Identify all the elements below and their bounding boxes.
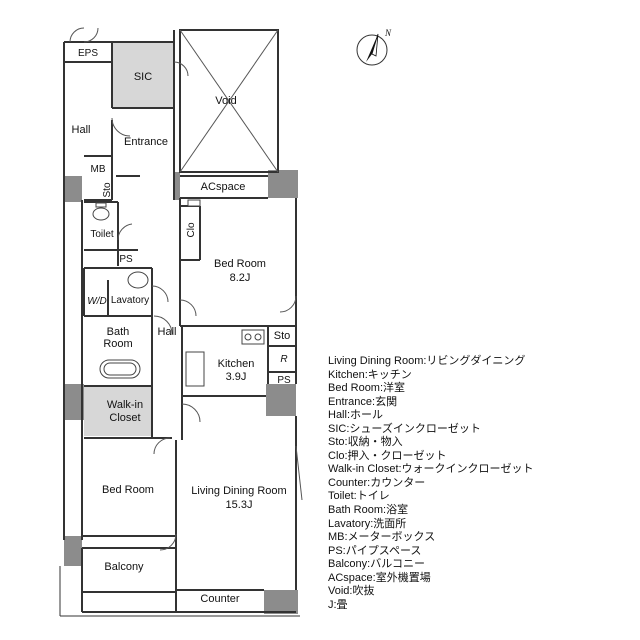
eps-label: EPS [78,48,98,59]
sink-icon [127,271,149,289]
legend-item: Living Dining Room:リビングダイニング [328,355,526,367]
legend-item: MB:メーターボックス [328,531,436,544]
fridge-label: R [280,354,287,365]
legend-item: Void:吹抜 [328,585,375,598]
legend-item: Hall:ホール [328,409,384,422]
mb-label: MB [91,164,106,175]
hall-mid-label: Hall [158,326,177,338]
room-labels: EPS SIC Void Hall Entrance MB Sto ACspac… [72,48,291,605]
sic-label: SIC [134,71,152,83]
kitchen-label: Kitchen [218,358,255,370]
north-compass-icon: N [356,28,392,66]
ps-vent-icon [187,199,201,207]
ps-right-label: PS [277,375,291,386]
bath-label-line1: Bath [107,326,130,338]
walls [59,29,300,617]
legend-item: Lavatory:洗面所 [328,517,407,530]
walkin-fill [84,386,152,436]
bathtub-inner-icon [103,362,137,376]
toilet-tank-icon [95,202,107,208]
legend-item: Balcony:バルコニー [328,558,425,571]
legend-item: SIC:シューズインクローゼット [328,422,481,435]
legend-item: Bed Room:洋室 [328,382,406,395]
legend-item: J:畳 [328,598,348,611]
sto-left-label: Sto [102,182,113,197]
burner-icon [254,333,262,341]
sto-right-label: Sto [274,330,291,342]
wall-pillars [64,170,298,614]
bath-label-line2: Room [103,338,132,350]
counter-label: Counter [200,593,239,605]
clo-label: Clo [186,222,197,237]
north-label: N [384,28,392,38]
hall-top-label: Hall [72,124,91,136]
legend-item: Walk-in Closet:ウォークインクローゼット [328,463,534,476]
legend-item: Kitchen:キッチン [328,368,412,381]
legend-item: ACspace:室外機置場 [328,571,431,584]
door-swings [69,27,303,551]
sink-counter-icon [185,351,205,387]
bedroom1-size: 8.2J [230,272,251,284]
void-label: Void [215,95,236,107]
toilet-bowl-icon [92,207,110,221]
legend-item: Clo:押入・クローゼット [328,449,447,462]
living-label: Living Dining Room [191,485,286,497]
walkin-label-line1: Walk-in [107,399,143,411]
balcony-label: Balcony [104,561,144,573]
toilet-label: Toilet [90,229,114,240]
burner-icon [244,333,252,341]
legend-item: Bath Room:浴室 [328,504,409,517]
sic-fill [112,42,174,108]
legend-item: Entrance:玄関 [328,395,398,408]
fixtures [92,199,265,387]
legend-item: PS:パイプスペース [328,544,422,557]
entrance-label: Entrance [124,136,168,148]
bedroom2-label: Bed Room [102,484,154,496]
walkin-label-line2: Closet [109,412,140,424]
legend-item: Toilet:トイレ [328,490,390,503]
legend-item: Sto:収納・物入 [328,436,403,449]
acspace-label: ACspace [201,181,246,193]
legend-item: Counter:カウンター [328,476,426,489]
wd-label: W/D [87,296,106,307]
stove-icon [241,329,265,345]
bedroom1-label: Bed Room [214,258,266,270]
room-fills [84,42,174,436]
ps-left-label: PS [119,254,133,265]
kitchen-size: 3.9J [226,371,247,383]
lavatory-label: Lavatory [111,295,149,306]
living-size: 15.3J [226,499,253,511]
